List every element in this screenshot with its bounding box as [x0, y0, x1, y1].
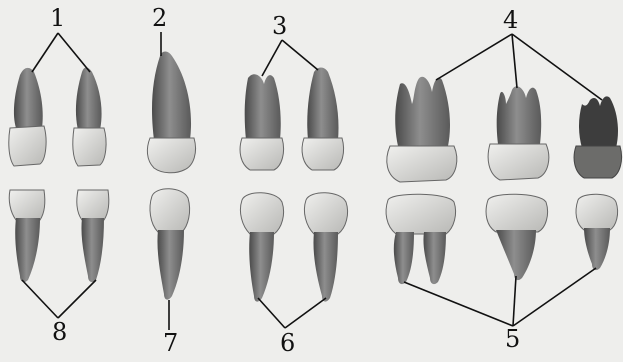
upper-incisor-left — [9, 68, 46, 166]
label-1: 1 — [50, 6, 65, 30]
label-7: 7 — [163, 331, 178, 355]
leader-line-6b — [285, 298, 326, 328]
lower-canine — [150, 189, 190, 300]
label-4: 4 — [503, 8, 518, 32]
upper-incisor-right — [73, 68, 106, 167]
lower-molar-second — [486, 194, 548, 280]
upper-premolar-right — [302, 68, 344, 171]
leader-line-3a — [262, 40, 282, 76]
leader-line-6a — [258, 298, 285, 328]
lower-premolar-left — [240, 193, 283, 302]
lower-incisor-left — [9, 190, 45, 282]
leader-line-4b — [512, 34, 517, 88]
upper-molar-third — [574, 96, 622, 178]
leader-line-4c — [512, 34, 602, 100]
upper-canine — [147, 52, 195, 173]
lower-molar-third — [576, 194, 618, 270]
label-5: 5 — [505, 327, 520, 351]
label-3: 3 — [272, 14, 287, 38]
upper-molar-first — [387, 77, 457, 182]
label-6: 6 — [280, 331, 295, 355]
leader-lines — [22, 32, 602, 330]
label-8: 8 — [52, 320, 67, 344]
leader-line-5c — [513, 268, 596, 326]
leader-line-1a — [32, 33, 58, 72]
leader-line-4a — [436, 34, 512, 80]
leader-line-8a — [22, 280, 58, 318]
upper-molar-second — [488, 86, 549, 180]
lower-incisor-right — [77, 190, 109, 282]
leader-line-8b — [58, 280, 96, 318]
leader-line-3b — [282, 40, 318, 70]
leader-line-5b — [513, 276, 516, 326]
lower-molar-first — [386, 194, 456, 284]
label-2: 2 — [152, 6, 167, 30]
leader-line-1b — [58, 33, 90, 72]
lower-premolar-right — [304, 193, 347, 302]
upper-premolar-left — [240, 74, 284, 170]
leader-line-5a — [404, 282, 513, 326]
